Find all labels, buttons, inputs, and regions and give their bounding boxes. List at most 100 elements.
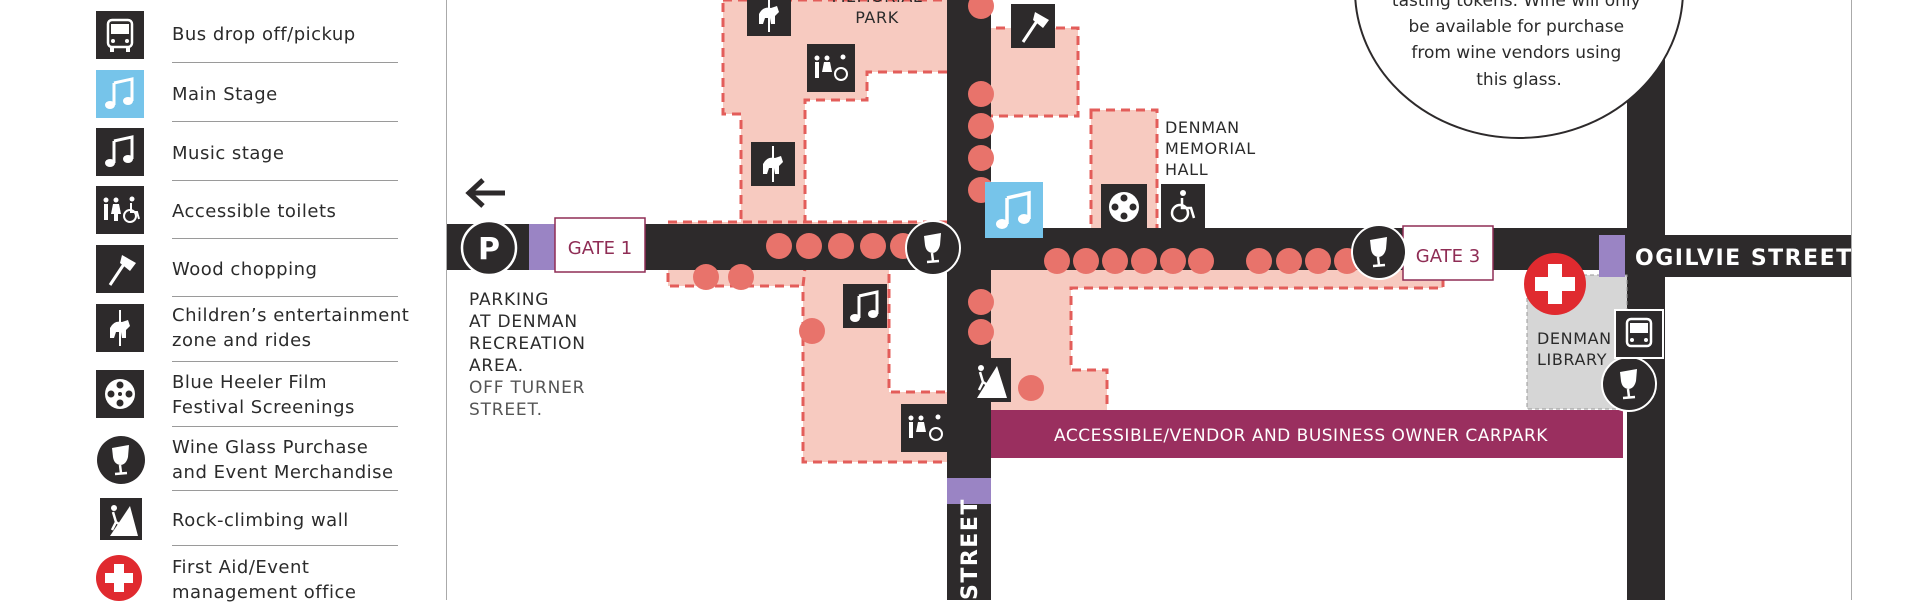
carousel-icon xyxy=(747,0,791,36)
legend-item-accessible-toilets: Accessible toilets xyxy=(96,186,398,239)
gate-east-purple-marker xyxy=(1599,235,1625,277)
legend-label: Accessible toilets xyxy=(172,201,337,222)
legend-item-childrens-entertainment: Children’s entertainment zone and rides xyxy=(96,304,409,362)
gate-3-label: GATE 3 xyxy=(1416,246,1480,267)
music-stage-icon xyxy=(96,128,146,178)
stall-marker xyxy=(828,233,854,259)
stall-marker xyxy=(968,81,994,107)
legend-item-film-festival: Blue Heeler Film Festival Screenings xyxy=(96,370,398,427)
legend-item-bus: Bus drop off/pickup xyxy=(96,11,398,63)
gate-1-label: GATE 1 xyxy=(568,238,632,259)
legend-label: Rock-climbing wall xyxy=(172,510,349,531)
wine-glass-icon xyxy=(1351,224,1407,280)
stall-marker xyxy=(968,319,994,345)
stall-marker xyxy=(693,264,719,290)
stall-marker xyxy=(968,289,994,315)
gate-1-purple-marker xyxy=(529,224,555,270)
stall-marker xyxy=(968,113,994,139)
stall-marker xyxy=(1246,248,1272,274)
carousel-icon xyxy=(96,304,146,354)
stall-marker xyxy=(796,233,822,259)
map-legend: Bus drop off/pickup Main Stage Music sta… xyxy=(0,0,440,603)
stall-marker xyxy=(728,264,754,290)
legend-divider xyxy=(172,296,398,297)
wine-glass-icon xyxy=(1601,356,1657,412)
accessible-toilets-icon xyxy=(96,186,146,236)
parking-icon xyxy=(460,219,518,277)
gate-south-purple-marker xyxy=(947,478,991,504)
wheelchair-icon xyxy=(1161,184,1205,228)
bus-icon xyxy=(1614,309,1664,359)
legend-label: Main Stage xyxy=(172,84,278,105)
gate-3-box xyxy=(1402,225,1494,281)
film-reel-icon xyxy=(1101,184,1147,230)
legend-divider xyxy=(172,180,398,181)
gate-1-box xyxy=(554,217,646,273)
legend-divider xyxy=(172,361,398,362)
wood-chopping-icon xyxy=(96,245,146,295)
stall-marker xyxy=(1276,248,1302,274)
accessible-toilets-icon xyxy=(807,44,855,92)
road-vertical-east xyxy=(1627,0,1665,600)
wine-info-bubble xyxy=(1354,0,1684,139)
stall-marker xyxy=(1160,248,1186,274)
legend-label: Wood chopping xyxy=(172,259,318,280)
parking-letter: P xyxy=(478,232,500,267)
legend-item-wine-glass: Wine Glass Purchase and Event Merchandis… xyxy=(96,435,398,491)
stall-marker xyxy=(1188,248,1214,274)
legend-divider xyxy=(172,121,398,122)
legend-item-first-aid: First Aid/Event management office xyxy=(96,555,398,603)
stall-marker xyxy=(968,0,994,19)
legend-label: Wine Glass Purchase and Event Merchandis… xyxy=(172,437,394,483)
main-stage-icon xyxy=(96,70,146,120)
legend-item-main-stage: Main Stage xyxy=(96,70,398,122)
road-west xyxy=(447,224,927,270)
accessible-toilets-icon xyxy=(901,404,951,452)
rock-climbing-icon xyxy=(100,498,150,548)
carpark-bar xyxy=(991,410,1623,458)
memorial-park-zone xyxy=(666,0,951,234)
film-reel-icon xyxy=(96,370,146,420)
wood-chopping-icon xyxy=(1011,4,1055,48)
wine-info-text: tasting tokens. Wine will only be availa… xyxy=(1392,0,1646,90)
carousel-icon xyxy=(751,142,795,186)
stall-marker xyxy=(1018,375,1044,401)
stall-marker xyxy=(1073,248,1099,274)
memorial-park-label: MEMORIALPARK xyxy=(832,0,923,27)
legend-divider xyxy=(172,545,398,546)
legend-item-wood-chopping: Wood chopping xyxy=(96,245,398,297)
carpark-label: ACCESSIBLE/VENDOR AND BUSINESS OWNER CAR… xyxy=(1054,426,1548,446)
rock-climbing-icon xyxy=(967,358,1011,402)
first-aid-icon xyxy=(96,555,146,605)
event-map: ACCESSIBLE/VENDOR AND BUSINESS OWNER CAR… xyxy=(446,0,1852,600)
stall-marker xyxy=(799,318,825,344)
stall-marker xyxy=(1131,248,1157,274)
legend-divider xyxy=(172,490,398,491)
stall-marker xyxy=(968,145,994,171)
stall-marker xyxy=(766,233,792,259)
legend-divider xyxy=(172,62,398,63)
legend-label: Music stage xyxy=(172,143,285,164)
main-stage-icon xyxy=(985,182,1043,238)
stall-marker xyxy=(1044,248,1070,274)
bus-icon xyxy=(96,11,146,61)
stall-marker xyxy=(860,233,886,259)
map-canvas: ACCESSIBLE/VENDOR AND BUSINESS OWNER CAR… xyxy=(447,0,1852,600)
first-aid-icon xyxy=(1524,253,1586,315)
legend-item-music-stage: Music stage xyxy=(96,128,398,181)
wine-glass-icon xyxy=(905,220,961,276)
wine-glass-icon xyxy=(96,435,146,485)
legend-label: Children’s entertainment zone and rides xyxy=(172,305,410,351)
legend-label: Blue Heeler Film Festival Screenings xyxy=(172,372,355,418)
ogilvie-street-label: OGILVIE STREET xyxy=(1635,246,1852,271)
legend-divider xyxy=(172,238,398,239)
legend-label: First Aid/Event management office xyxy=(172,557,357,603)
vertical-street-label: STREET xyxy=(958,498,983,600)
stall-marker xyxy=(1305,248,1331,274)
stall-marker xyxy=(1102,248,1128,274)
legend-label: Bus drop off/pickup xyxy=(172,24,356,45)
